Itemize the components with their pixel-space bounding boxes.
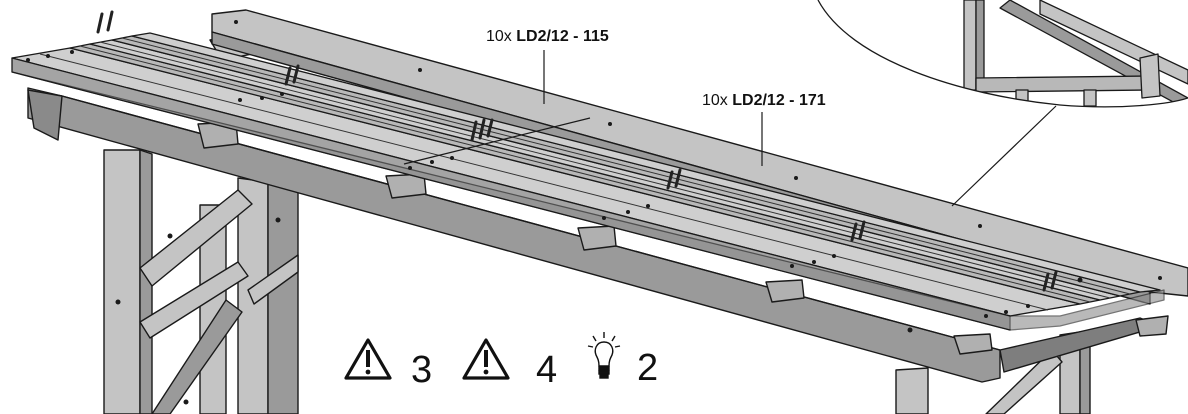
warning-triangle-icon [462,338,510,380]
seat-slats [11,32,1165,331]
screws [96,10,1058,292]
under-frame [103,149,1091,414]
front-beam [27,87,1169,383]
warning-triangle-icon [344,338,392,380]
callout-part-code: LD2/12 - 171 [732,92,826,109]
detail-zoom-bubble [817,0,1188,207]
part-callout-115: 10x LD2/12 - 115 [486,28,609,46]
warning-note-number: 4 [536,349,558,391]
lightbulb-icon [587,332,621,379]
callout-qty: 10x [702,92,728,109]
screw-holes [26,20,1162,405]
callout-qty: 10x [486,28,512,45]
warning-note-number: 3 [411,349,433,391]
tip-note-number: 2 [637,347,659,389]
callout-part-code: LD2/12 - 115 [516,28,609,45]
callout-leaders [543,50,763,166]
part-callout-171: 10x LD2/12 - 171 [702,92,826,110]
